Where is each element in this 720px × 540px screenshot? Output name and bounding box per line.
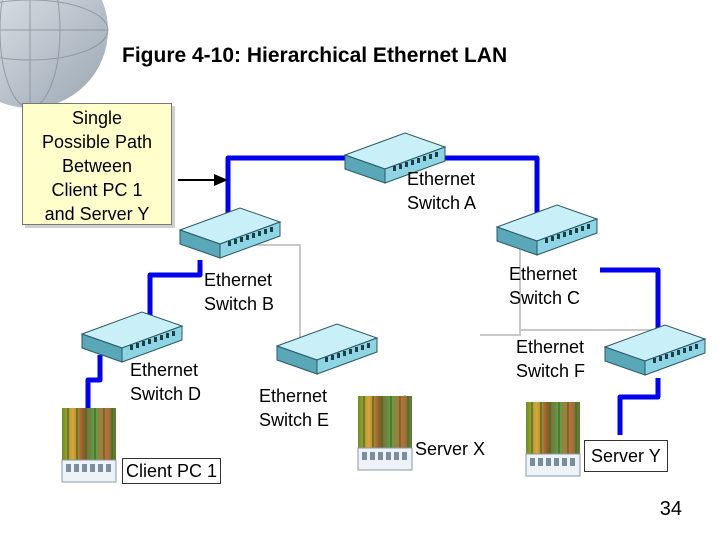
- callout-line: Possible Path: [41, 132, 153, 152]
- switch-b-label: Ethernet Switch B: [204, 268, 274, 316]
- server-y-label: Server Y: [584, 440, 668, 472]
- label-line: Switch F: [516, 361, 586, 381]
- link-a-b: [225, 155, 378, 238]
- link-b-d: [122, 260, 203, 325]
- server-x-label: Server X: [415, 439, 486, 459]
- label-line: Switch A: [407, 193, 477, 213]
- switch-f-label: Ethernet Switch F: [516, 335, 585, 383]
- switch-a-label: Ethernet Switch A: [407, 167, 476, 215]
- switch-f: [604, 324, 706, 376]
- page-number: 34: [659, 498, 682, 520]
- callout-line: Between: [61, 156, 133, 176]
- switch-c-label: Ethernet Switch C: [509, 262, 580, 310]
- link-c-f-path: [600, 267, 661, 348]
- label-line: Ethernet: [407, 169, 476, 189]
- label-line: Ethernet: [259, 386, 328, 406]
- callout-box: Single Possible Path Between Client PC 1…: [22, 103, 172, 225]
- server-y-device: [525, 401, 581, 477]
- label-line: Ethernet: [204, 270, 273, 290]
- callout-line: Single: [71, 108, 123, 128]
- globe-logo: [0, 0, 109, 109]
- link-c-e: [480, 245, 521, 336]
- callout-line: and Server Y: [44, 204, 150, 224]
- server-x-device: [357, 395, 413, 471]
- label-line: Switch E: [259, 410, 330, 430]
- label-line: Switch C: [509, 288, 581, 308]
- client-pc-1-device: [61, 407, 117, 483]
- switch-e-label: Ethernet Switch E: [259, 384, 329, 432]
- switch-c: [496, 204, 598, 256]
- client-pc-1-label: Client PC 1: [122, 458, 222, 484]
- link-f-servery: [617, 378, 661, 435]
- slide-title: Figure 4-10: Hierarchical Ethernet LAN: [122, 44, 508, 67]
- label-line: Ethernet: [509, 264, 578, 284]
- switch-b: [179, 207, 281, 259]
- callout-arrow: [178, 174, 228, 186]
- callout-line: Client PC 1: [51, 180, 143, 200]
- label-line: Ethernet: [130, 360, 199, 380]
- switch-d-label: Ethernet Switch D: [130, 358, 201, 406]
- label-line: Switch D: [130, 384, 202, 404]
- switch-d: [81, 311, 183, 363]
- label-line: Switch B: [204, 294, 275, 314]
- link-d-client: [85, 355, 103, 410]
- switch-e: [276, 323, 378, 375]
- label-line: Ethernet: [516, 337, 585, 357]
